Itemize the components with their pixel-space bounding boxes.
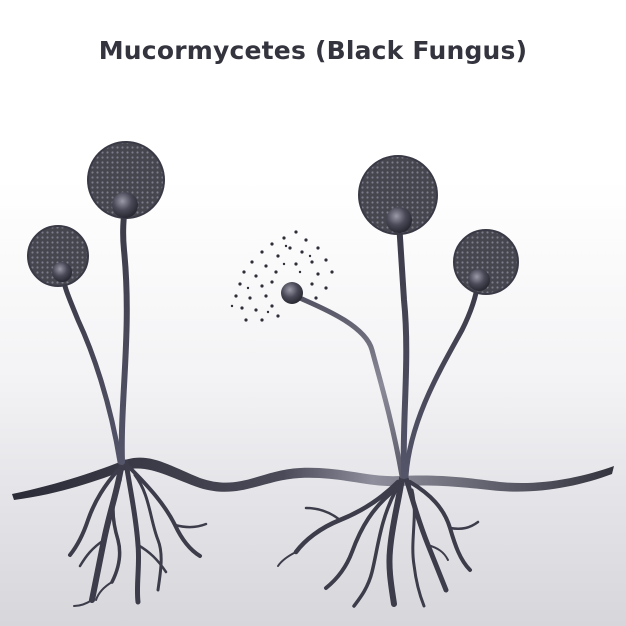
released-spores-icon bbox=[230, 230, 334, 322]
diagram-title: Mucormycetes (Black Fungus) bbox=[98, 36, 528, 65]
sporangium-icon bbox=[87, 141, 165, 219]
sporangiophore-stalk bbox=[289, 291, 405, 479]
sporangium-icon bbox=[358, 155, 438, 235]
sporangium-icon bbox=[27, 225, 89, 287]
sporangiophore-stalk bbox=[403, 279, 481, 479]
sporangiophore-stalk bbox=[118, 202, 130, 465]
sporangiophore-stalk bbox=[59, 269, 123, 465]
rhizoid-icon-left bbox=[68, 459, 208, 607]
rhizoid-icon-right bbox=[277, 475, 480, 608]
stolon-icon bbox=[12, 457, 614, 500]
sporangium-icon bbox=[453, 229, 519, 295]
sporangiophore-stalk bbox=[396, 219, 410, 479]
